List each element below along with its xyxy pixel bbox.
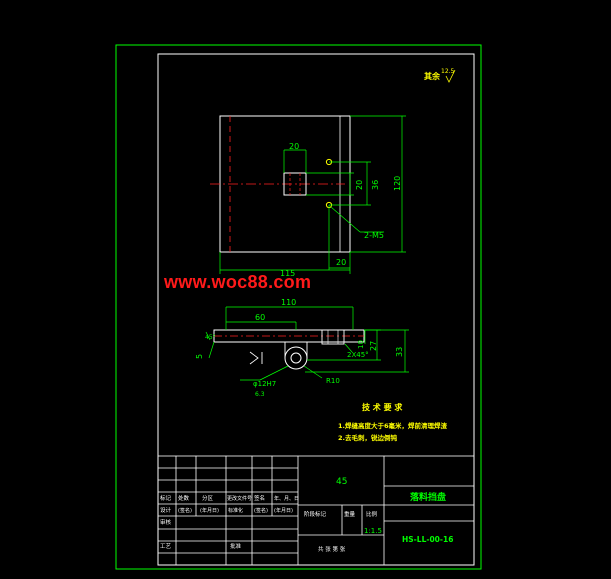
roughness-note: 其余 [424, 71, 441, 81]
dim-radius: R10 [326, 377, 340, 385]
std-date: (年月日) [274, 507, 293, 514]
dim-h-27: 27 [369, 341, 378, 351]
drawing-number: HS-LL-00-16 [402, 535, 453, 544]
design-sign: (签名) [178, 507, 192, 514]
bore-outer [284, 346, 308, 370]
side-view: 110 60 45° 5 10 27 33 2X45° φ12H7 6.3 R1… [195, 298, 409, 398]
dim-h-33: 33 [395, 347, 404, 357]
std-sign: (签名) [254, 507, 268, 514]
dim-holes: 2-M5 [364, 231, 384, 240]
part-name: 落料挡盘 [410, 491, 446, 503]
dim-len-110: 110 [281, 298, 296, 307]
material: 45 [336, 477, 347, 487]
dim-fit: 6.3 [255, 391, 265, 398]
title-block [157, 455, 475, 566]
hdr-mark: 标记 [160, 494, 172, 502]
inner-frame [157, 53, 475, 566]
dim-slot-36: 36 [371, 180, 380, 190]
row-check: 审核 [160, 518, 172, 526]
dim-angle: 45° [205, 334, 216, 341]
roughness-value: 12.5 [441, 68, 455, 75]
row-design: 设计 [160, 506, 172, 514]
bore-inner [290, 352, 302, 364]
slot-outline [283, 172, 307, 196]
dim-bore: φ12H7 [253, 380, 276, 388]
dim-height: 120 [393, 176, 402, 191]
row-process: 工艺 [160, 543, 172, 550]
dim-chamfer: 2X45° [347, 351, 369, 359]
hdr-count: 处数 [178, 494, 190, 502]
dim-slot-len: 20 [355, 180, 364, 190]
weight-label: 重量 [344, 510, 356, 518]
tech-req-item1: 1.焊缝高度大于6毫米，焊前清理焊渣 [338, 421, 448, 430]
roughness-symbol [445, 69, 456, 83]
tech-req-item2: 2.去毛刺，锐边倒钝 [338, 433, 397, 442]
dim-slot-width: 20 [289, 142, 299, 151]
watermark: www.woc88.com [164, 272, 312, 292]
hdr-zone: 分区 [202, 494, 214, 502]
top-dimensions [219, 115, 406, 274]
dim-width: 115 [280, 269, 295, 278]
title-block-header: 标记 处数 分区 更改文件号 签名 年、月、日 设计 (签名) (年月日) 标准… [160, 494, 299, 550]
design-date: (年月日) [200, 507, 219, 514]
scale-value: 1:1.5 [364, 527, 382, 535]
side-block [321, 329, 345, 345]
tech-req-title: 技 术 要 求 [362, 402, 403, 412]
dim-len-60: 60 [255, 313, 265, 322]
side-dimensions [205, 306, 409, 381]
dim-h-10: 10 [357, 340, 365, 349]
std-label: 标准化 [228, 507, 243, 514]
hdr-change: 更改文件号 [227, 495, 252, 502]
row-approve: 批准 [230, 542, 242, 550]
hdr-date: 年、月、日 [274, 495, 299, 502]
stage-label: 阶段标记 [304, 510, 327, 518]
top-view: 20 20 36 120 2-M5 20 115 [210, 115, 406, 278]
hdr-sign: 签名 [254, 494, 265, 502]
scale-label: 比例 [366, 510, 378, 518]
weld-symbol [249, 351, 263, 365]
sheet-label: 共 张 第 张 [318, 545, 346, 553]
dim-edge-20: 20 [336, 258, 346, 267]
outer-frame [115, 44, 482, 570]
dim-thick-5: 5 [195, 354, 204, 359]
